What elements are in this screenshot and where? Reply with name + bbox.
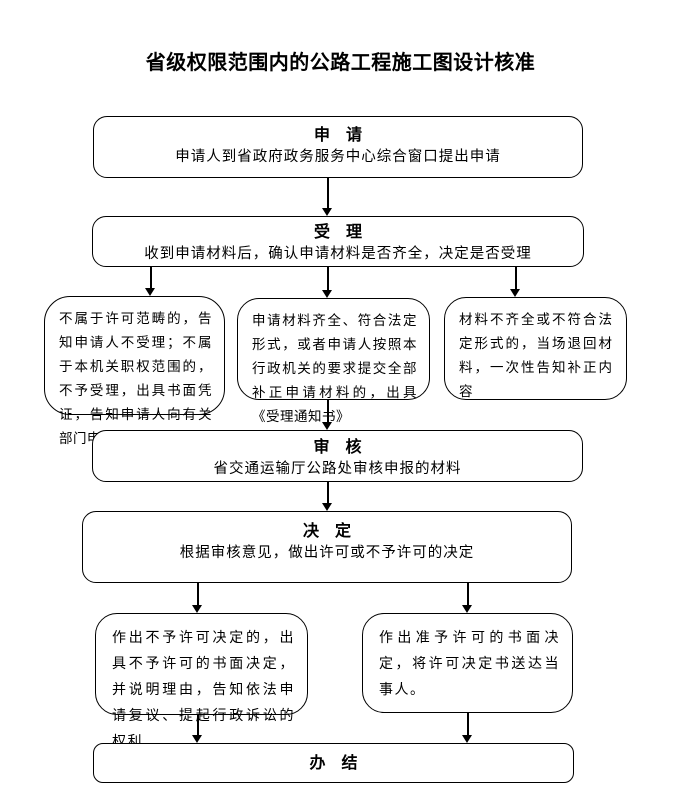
arrow-down-icon bbox=[322, 208, 332, 216]
flow-node-decide: 决 定 根据审核意见，做出许可或不予许可的决定 bbox=[82, 511, 572, 583]
connector-accept-middle bbox=[322, 267, 333, 298]
arrow-down-icon bbox=[145, 288, 155, 296]
arrow-down-icon bbox=[322, 422, 332, 430]
connector-deny-finish bbox=[192, 715, 203, 743]
node-not-accept-text: 不属于许可范畴的，告知申请人不受理；不属于本机关职权范围的，不予受理，出具书面凭… bbox=[59, 311, 212, 446]
connector-line bbox=[515, 267, 517, 290]
connector-line bbox=[467, 713, 469, 736]
node-decide-heading: 决 定 bbox=[302, 521, 351, 540]
flow-node-grant: 作出准予许可的书面决定，将许可决定书送达当事人。 bbox=[362, 613, 573, 713]
flow-node-apply: 申 请 申请人到省政府政务服务中心综合窗口提出申请 bbox=[93, 116, 583, 178]
node-accept-notice-text: 申请材料齐全、符合法定形式，或者申请人按照本行政机关的要求提交全部补正申请材料的… bbox=[252, 313, 417, 424]
node-apply-body: 申请人到省政府政务服务中心综合窗口提出申请 bbox=[175, 149, 501, 165]
connector-accept-left bbox=[145, 267, 156, 296]
node-review-heading: 审 核 bbox=[313, 437, 362, 456]
connector-line bbox=[327, 267, 329, 291]
connector-decide-grant bbox=[462, 583, 473, 613]
arrow-down-icon bbox=[462, 735, 472, 743]
connector-line bbox=[150, 267, 152, 289]
node-return-materials-text: 材料不齐全或不符合法定形式的，当场退回材料，一次性告知补正内容 bbox=[459, 312, 614, 399]
node-grant-text: 作出准予许可的书面决定，将许可决定书送达当事人。 bbox=[379, 631, 560, 698]
connector-line bbox=[327, 482, 329, 504]
arrow-down-icon bbox=[510, 289, 520, 297]
connector-line bbox=[197, 715, 199, 736]
arrow-down-icon bbox=[192, 735, 202, 743]
flow-node-return-materials: 材料不齐全或不符合法定形式的，当场退回材料，一次性告知补正内容 bbox=[444, 297, 627, 400]
arrow-down-icon bbox=[322, 503, 332, 511]
node-finish-heading: 办 结 bbox=[309, 753, 358, 772]
connector-review-decide bbox=[322, 482, 333, 511]
arrow-down-icon bbox=[192, 605, 202, 613]
flow-node-accept: 受 理 收到申请材料后，确认申请材料是否齐全，决定是否受理 bbox=[92, 216, 584, 267]
flow-node-review: 审 核 省交通运输厅公路处审核申报的材料 bbox=[92, 430, 583, 482]
connector-line bbox=[197, 583, 199, 606]
flow-node-not-accept: 不属于许可范畴的，告知申请人不受理；不属于本机关职权范围的，不予受理，出具书面凭… bbox=[44, 296, 225, 446]
connector-apply-accept bbox=[322, 178, 333, 216]
node-apply-heading: 申 请 bbox=[313, 125, 362, 144]
connector-line bbox=[327, 400, 329, 423]
flow-node-accept-notice: 申请材料齐全、符合法定形式，或者申请人按照本行政机关的要求提交全部补正申请材料的… bbox=[237, 298, 430, 424]
node-decide-body: 根据审核意见，做出许可或不予许可的决定 bbox=[179, 545, 475, 561]
node-accept-body: 收到申请材料后，确认申请材料是否齐全，决定是否受理 bbox=[144, 246, 532, 262]
node-review-body: 省交通运输厅公路处审核申报的材料 bbox=[213, 461, 462, 477]
connector-line bbox=[327, 178, 329, 209]
page-title: 省级权限范围内的公路工程施工图设计核准 bbox=[145, 50, 536, 74]
connector-accept-right bbox=[510, 267, 521, 297]
arrow-down-icon bbox=[462, 605, 472, 613]
connector-notice-review bbox=[322, 400, 333, 430]
connector-line bbox=[467, 583, 469, 606]
flow-node-finish: 办 结 bbox=[93, 743, 574, 783]
node-accept-heading: 受 理 bbox=[313, 222, 362, 241]
node-deny-text: 作出不予许可决定的，出具不予许可的书面决定，并说明理由，告知依法申请复议、提起行… bbox=[112, 631, 295, 750]
connector-decide-deny bbox=[192, 583, 203, 613]
connector-grant-finish bbox=[462, 713, 473, 743]
arrow-down-icon bbox=[322, 290, 332, 298]
flow-node-deny: 作出不予许可决定的，出具不予许可的书面决定，并说明理由，告知依法申请复议、提起行… bbox=[95, 613, 308, 750]
